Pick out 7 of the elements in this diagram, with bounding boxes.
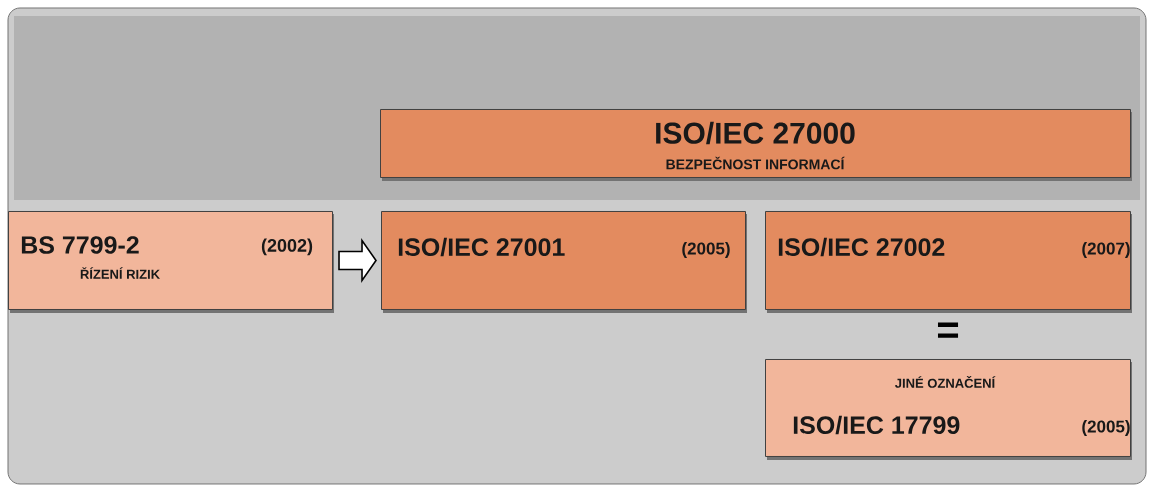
block-arrow	[338, 237, 377, 284]
standard-box: JINÉ OZNAČENÍ ISO/IEC 17799 (2005)	[765, 359, 1132, 460]
standard-box: BS 7799-2 (2002) ŘÍZENÍ RIZIK	[8, 211, 334, 313]
standard-box: ISO/IEC 27001 (2005)	[381, 211, 747, 313]
standard-box: ISO/IEC 27000 BEZPEČNOST INFORMACÍ	[380, 109, 1132, 181]
equals-sign: =	[938, 322, 959, 338]
standard-box: ISO/IEC 27002 (2007)	[765, 211, 1132, 313]
